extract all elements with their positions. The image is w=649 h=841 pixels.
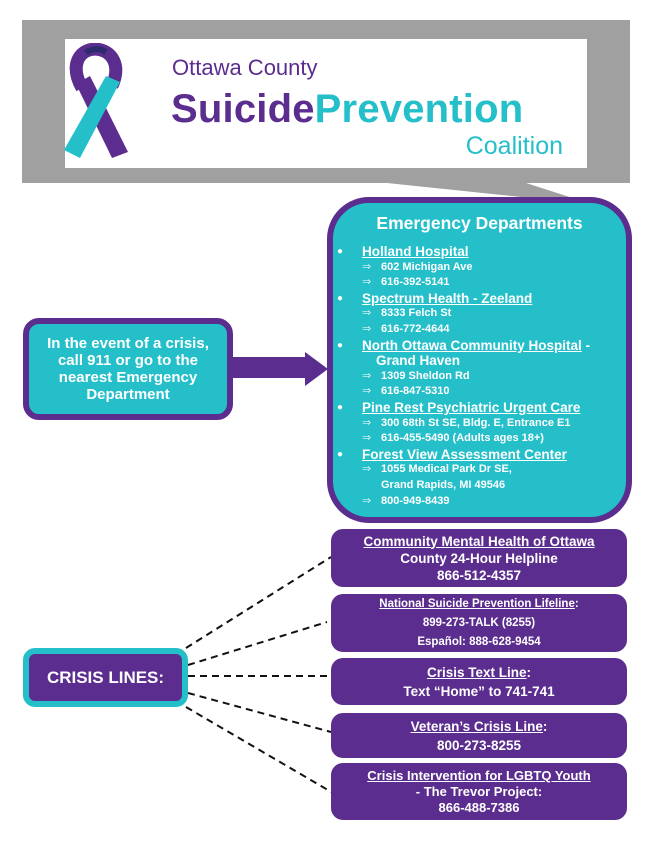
crisis-line-connectors (185, 556, 334, 794)
callout-line: In the event of a crisis, (47, 335, 209, 352)
detail-row: ⇒ 800-949-8439 (333, 494, 626, 510)
hospital-address: 1309 Sheldon Rd (381, 369, 470, 382)
arrow-right-icon: ⇒ (362, 432, 372, 445)
hospital-phone: 616-847-5310 (381, 385, 450, 398)
logo-title-prevention: Prevention (314, 87, 524, 131)
bullet-icon: ● (337, 401, 344, 413)
detail-row: ⇒ 616-455-5490 (Adults ages 18+) (333, 431, 626, 447)
crisis-callout: In the event of a crisis, call 911 or go… (23, 318, 233, 420)
crisis-line-card: Community Mental Health of Ottawa County… (331, 529, 627, 587)
crisis-lines-label: CRISIS LINES: (23, 648, 188, 707)
bullet-icon: ● (337, 246, 344, 257)
list-item: ● Spectrum Health - Zeeland (333, 291, 626, 307)
detail-row: ⇒ 616-847-5310 (333, 384, 626, 400)
crisis-line-phone: 866-512-4357 (436, 567, 522, 583)
connector-line-2 (187, 621, 328, 666)
hospital-link[interactable]: Pine Rest Psychiatric Urgent Care (362, 399, 581, 415)
hospital-phone: 616-455-5490 (Adults ages 18+) (381, 432, 544, 445)
hospital-phone: 616-392-5141 (381, 276, 450, 289)
arrow-right-icon: ⇒ (362, 260, 372, 273)
emergency-departments-panel: Emergency Departments ● Holland Hospital… (327, 197, 632, 523)
arrow-right-icon: ⇒ (362, 307, 372, 320)
callout-line: nearest Emergency (58, 369, 198, 386)
arrow-right-icon: ⇒ (362, 385, 372, 398)
list-item: ● Holland Hospital (333, 244, 626, 260)
logo-org-name: Ottawa County (172, 55, 318, 80)
detail-continuation-row: Grand Rapids, MI 49546 (333, 478, 626, 494)
arrow-right-icon: ⇒ (362, 494, 372, 507)
crisis-line-link[interactable]: Veteran’s Crisis Line (410, 718, 543, 734)
hospital-address: 300 68th St SE, Bldg. E, Entrance E1 (381, 416, 571, 429)
hospital-address: 602 Michigan Ave (381, 260, 473, 273)
hospital-link[interactable]: Holland Hospital (362, 244, 469, 259)
bullet-icon: ● (337, 448, 344, 460)
crisis-line-link[interactable]: Community Mental Health of Ottawa (363, 533, 595, 549)
detail-row: ⇒ 1309 Sheldon Rd (333, 369, 626, 385)
emergency-departments-title: Emergency Departments (376, 213, 583, 233)
detail-row: ⇒ 8333 Felch St (333, 306, 626, 322)
detail-row: ⇒ 300 68th St SE, Bldg. E, Entrance E1 (333, 416, 626, 432)
arrow-shaft (232, 357, 307, 378)
crisis-line-title-suffix: : (542, 718, 548, 734)
crisis-line-text: - The Trevor Project: (415, 783, 543, 799)
crisis-line-card: National Suicide Prevention Lifeline: 89… (331, 594, 627, 652)
crisis-line-title-suffix: : (526, 664, 532, 680)
hospital-address: 8333 Felch St (381, 307, 452, 320)
list-item: ● Forest View Assessment Center (333, 447, 626, 463)
hospital-link[interactable]: North Ottawa Community Hospital (362, 337, 582, 353)
detail-row: ⇒ 602 Michigan Ave (333, 260, 626, 276)
logo-title-suicide: Suicide (171, 87, 315, 131)
crisis-line-phone: 899-273-TALK (8255) (422, 616, 536, 629)
crisis-line-link[interactable]: Crisis Intervention for LGBTQ Youth (367, 767, 591, 783)
crisis-line-link[interactable]: Crisis Text Line (426, 664, 527, 680)
crisis-line-card: Veteran’s Crisis Line: 800-273-8255 (331, 713, 627, 758)
arrow-right-icon: ⇒ (362, 416, 372, 429)
hospital-address-city: Grand Rapids, MI 49546 (381, 478, 506, 491)
hospital-link[interactable]: Spectrum Health - Zeeland (362, 290, 533, 306)
crisis-line-phone: 866-488-7386 (438, 799, 520, 815)
crisis-line-text: Text “Home” to 741-741 (403, 683, 555, 699)
bullet-icon: ● (337, 339, 344, 351)
connector-line-5 (185, 706, 334, 794)
crisis-line-title-suffix: : (574, 597, 579, 610)
crisis-line-card: Crisis Text Line: Text “Home” to 741-741 (331, 658, 627, 705)
awareness-ribbon-icon (64, 43, 128, 158)
crisis-line-text: County 24-Hour Helpline (400, 550, 558, 566)
logo-panel: Ottawa County SuicidePrevention Coalitio… (64, 39, 587, 168)
crisis-line-card: Crisis Intervention for LGBTQ Youth - Th… (331, 763, 627, 820)
crisis-line-phone-spanish: Español: 888-628-9454 (417, 635, 541, 648)
name-continuation-row: Grand Haven (333, 353, 626, 369)
list-item: ● North Ottawa Community Hospital - (333, 338, 626, 354)
callout-line: call 911 or go to the (57, 352, 199, 369)
hospital-phone: 800-949-8439 (381, 494, 450, 507)
crisis-line-link[interactable]: National Suicide Prevention Lifeline (379, 597, 575, 610)
connector-line-1 (185, 556, 332, 649)
hospital-address: 1055 Medical Park Dr SE, (381, 463, 512, 476)
callout-line: Department (86, 386, 170, 403)
logo-title: SuicidePrevention (171, 87, 523, 131)
bullet-icon: ● (337, 292, 344, 304)
crisis-line-phone: 800-273-8255 (436, 737, 522, 753)
hospital-name-suffix: - (581, 337, 591, 353)
logo-subtitle: Coalition (465, 132, 563, 160)
arrow-right-icon: ⇒ (362, 463, 372, 476)
connector-line-4 (187, 692, 332, 733)
hospital-link[interactable]: Forest View Assessment Center (362, 446, 567, 462)
arrow-head (305, 352, 328, 386)
detail-row: ⇒ 616-772-4644 (333, 322, 626, 338)
list-item: ● Pine Rest Psychiatric Urgent Care (333, 400, 626, 416)
arrow-right-icon: ⇒ (362, 369, 372, 382)
hospital-location: Grand Haven (376, 353, 461, 369)
detail-row: ⇒ 1055 Medical Park Dr SE, (333, 462, 626, 478)
detail-row: ⇒ 616-392-5141 (333, 275, 626, 291)
hospital-phone: 616-772-4644 (381, 322, 450, 335)
emergency-departments-list: ● Holland Hospital ⇒ 602 Michigan Ave ⇒ … (333, 244, 626, 509)
arrow-right-icon: ⇒ (362, 276, 372, 289)
arrow-right-icon: ⇒ (362, 322, 372, 335)
